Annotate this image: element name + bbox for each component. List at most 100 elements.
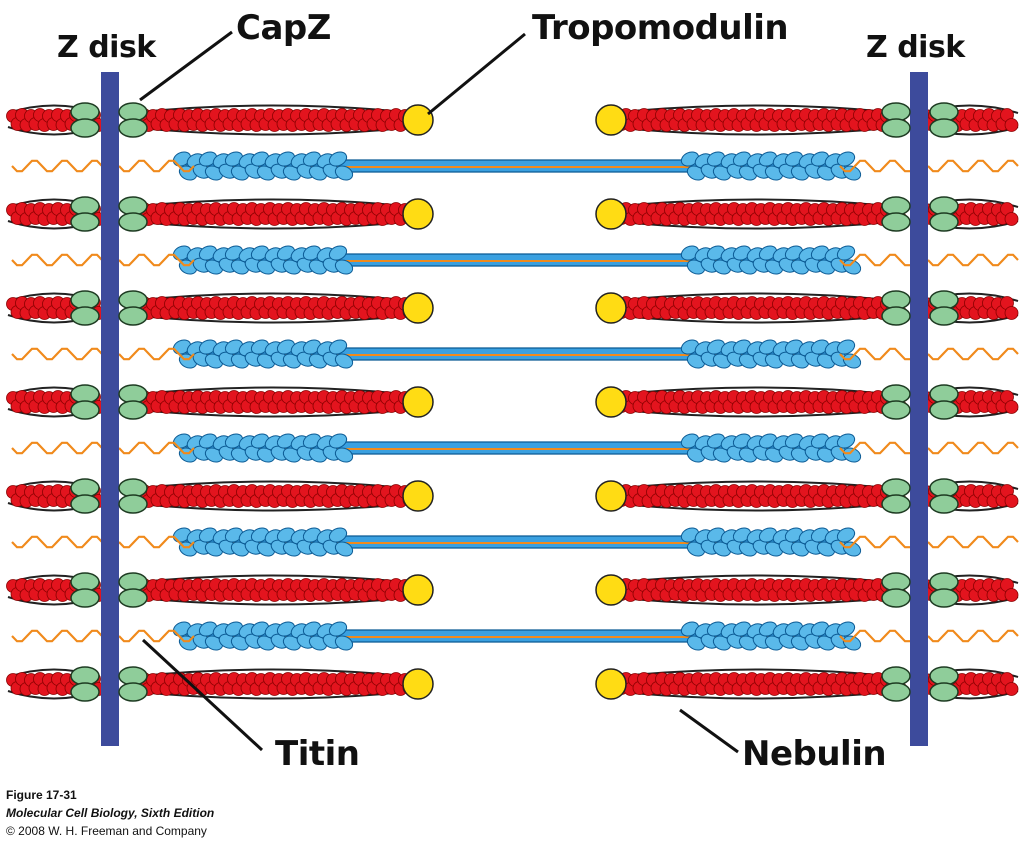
myosin-head bbox=[784, 151, 804, 167]
z-disk-left-label: Z disk bbox=[57, 30, 156, 65]
tropomodulin-cap bbox=[402, 292, 434, 324]
myosin-head bbox=[680, 621, 700, 637]
myosin-head bbox=[302, 339, 322, 355]
capz-subunit bbox=[929, 494, 959, 514]
capz-subunit bbox=[118, 494, 148, 514]
myosin-head bbox=[836, 151, 856, 167]
tropomodulin-cap bbox=[402, 574, 434, 606]
myosin-head bbox=[172, 527, 192, 543]
label-leader-lines bbox=[139, 30, 739, 754]
myosin-head bbox=[758, 151, 778, 167]
actin-monomer bbox=[1004, 306, 1019, 320]
tropomodulin-cap bbox=[595, 386, 627, 418]
myosin-head bbox=[250, 621, 270, 637]
capz-subunit bbox=[70, 588, 100, 608]
capz-right bbox=[881, 384, 911, 420]
capz-outer-left bbox=[70, 196, 100, 232]
capz-subunit bbox=[929, 212, 959, 232]
thin-filament-right bbox=[610, 292, 908, 324]
titin-left bbox=[118, 441, 195, 455]
titin-left bbox=[118, 347, 195, 361]
tropomodulin-cap bbox=[402, 198, 434, 230]
capz-subunit bbox=[70, 212, 100, 232]
capz-proteins bbox=[70, 102, 959, 702]
myosin-head bbox=[224, 151, 244, 167]
capz-outer-right bbox=[929, 196, 959, 232]
capz-subunit bbox=[881, 306, 911, 326]
thin-filament-right bbox=[610, 574, 908, 606]
titin-left bbox=[118, 629, 195, 643]
z-disk-right bbox=[910, 72, 928, 746]
capz-outer-left bbox=[70, 666, 100, 702]
thin-filament-left bbox=[128, 198, 417, 230]
thin-filament-left bbox=[128, 386, 417, 418]
capz-left bbox=[118, 572, 148, 608]
myosin-head bbox=[224, 339, 244, 355]
nebulin-label: Nebulin bbox=[742, 734, 887, 774]
capz-subunit bbox=[929, 682, 959, 702]
capz-outer-right bbox=[929, 384, 959, 420]
myosin-head bbox=[680, 433, 700, 449]
myosin-head bbox=[810, 527, 830, 543]
myosin-head bbox=[334, 353, 354, 369]
myosin-head bbox=[836, 527, 856, 543]
thin-filament-right bbox=[610, 668, 908, 700]
myosin-head bbox=[784, 245, 804, 261]
myosin-head bbox=[758, 433, 778, 449]
tropomodulin-cap bbox=[595, 574, 627, 606]
titin-outer-left bbox=[11, 347, 103, 361]
thick-filaments bbox=[172, 151, 862, 651]
myosin-head bbox=[732, 527, 752, 543]
thin-filament-left bbox=[128, 668, 417, 700]
capz-left bbox=[118, 102, 148, 138]
titin-outer-right bbox=[927, 159, 1019, 173]
tropomodulin-cap bbox=[595, 198, 627, 230]
thin-filament-left bbox=[128, 104, 417, 136]
titin-right bbox=[839, 347, 910, 361]
myosin-head bbox=[836, 621, 856, 637]
capz-outer-left bbox=[70, 290, 100, 326]
myosin-head bbox=[172, 245, 192, 261]
myosin-head bbox=[732, 245, 752, 261]
myosin-head bbox=[334, 635, 354, 651]
capz-subunit bbox=[881, 400, 911, 420]
capz-outer-left bbox=[70, 102, 100, 138]
thin-filament-left bbox=[128, 480, 417, 512]
capz-right bbox=[881, 196, 911, 232]
capz-left bbox=[118, 666, 148, 702]
myosin-head bbox=[302, 151, 322, 167]
myosin-head bbox=[758, 527, 778, 543]
myosin-head bbox=[836, 245, 856, 261]
capz-outer-left bbox=[70, 478, 100, 514]
titin-right bbox=[839, 159, 910, 173]
thin-filament-left bbox=[128, 574, 417, 606]
book-title: Molecular Cell Biology, Sixth Edition bbox=[6, 806, 215, 820]
capz-subunit bbox=[929, 588, 959, 608]
myosin-head bbox=[198, 527, 218, 543]
myosin-head bbox=[334, 541, 354, 557]
myosin-head bbox=[680, 245, 700, 261]
capz-subunit bbox=[881, 682, 911, 702]
tropomodulin-cap bbox=[402, 480, 434, 512]
actin-monomer bbox=[1004, 494, 1019, 508]
myosin-head bbox=[250, 433, 270, 449]
capz-outer-right bbox=[929, 572, 959, 608]
capz-outer-right bbox=[929, 478, 959, 514]
myosin-head bbox=[276, 433, 296, 449]
myosin-head bbox=[276, 245, 296, 261]
capz-subunit bbox=[70, 682, 100, 702]
capz-right bbox=[881, 666, 911, 702]
capz-subunit bbox=[70, 400, 100, 420]
titin-right bbox=[839, 535, 910, 549]
thick-filament bbox=[172, 621, 862, 651]
myosin-head bbox=[302, 433, 322, 449]
capz-subunit bbox=[881, 118, 911, 138]
capz-outer-right bbox=[929, 102, 959, 138]
capz-left bbox=[118, 384, 148, 420]
titin-outer-right bbox=[927, 629, 1019, 643]
myosin-head bbox=[784, 527, 804, 543]
myosin-head bbox=[302, 621, 322, 637]
actin-monomer bbox=[1004, 118, 1019, 132]
myosin-head bbox=[250, 527, 270, 543]
